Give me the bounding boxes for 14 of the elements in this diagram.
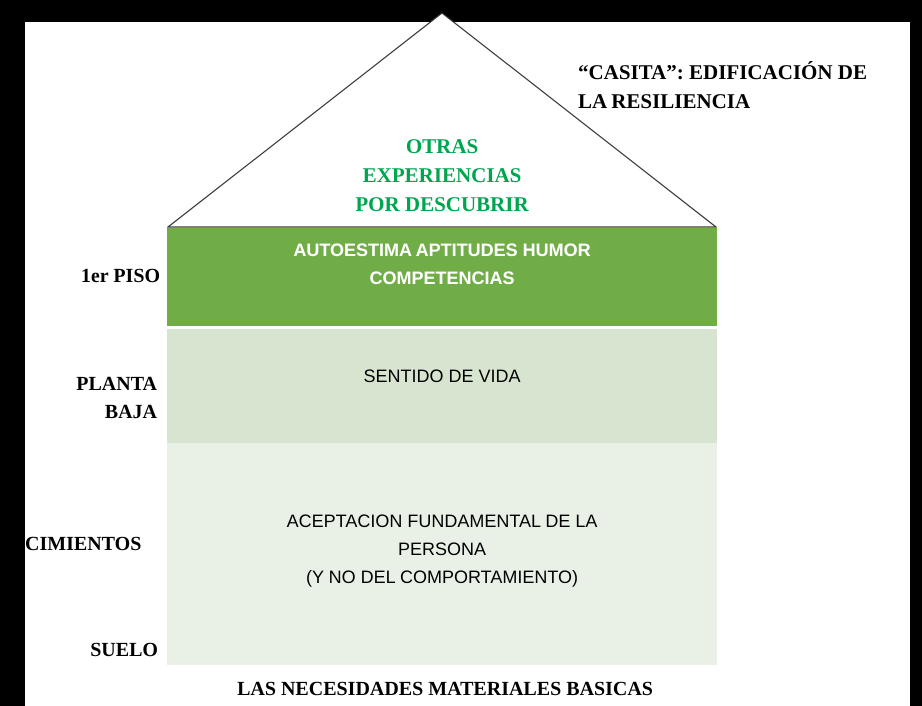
floor-band (167, 228, 717, 326)
floor-text: AUTOESTIMA APTITUDES HUMOR COMPETENCIAS (292, 239, 592, 290)
floor-band (167, 329, 717, 443)
floor-text: ACEPTACION FUNDAMENTAL DE LA PERSONA (286, 510, 598, 561)
ground-caption: LAS NECESIDADES MATERIALES BASICAS (236, 677, 654, 702)
title: “CASITA”: EDIFICACIÓN DE LA RESILIENCIA (578, 59, 868, 115)
level-label: 1er PISO (80, 264, 160, 289)
level-label: PLANTA BAJA (75, 372, 157, 425)
level-label: SUELO (89, 638, 158, 663)
floor-text: (Y NO DEL COMPORTAMIENTO) (304, 566, 580, 589)
floor-text: SENTIDO DE VIDA (362, 365, 522, 388)
roof-text: OTRAS EXPERIENCIAS POR DESCUBRIR (354, 133, 530, 218)
foundation-band (167, 443, 717, 665)
level-label: CIMIENTOS (25, 532, 142, 557)
